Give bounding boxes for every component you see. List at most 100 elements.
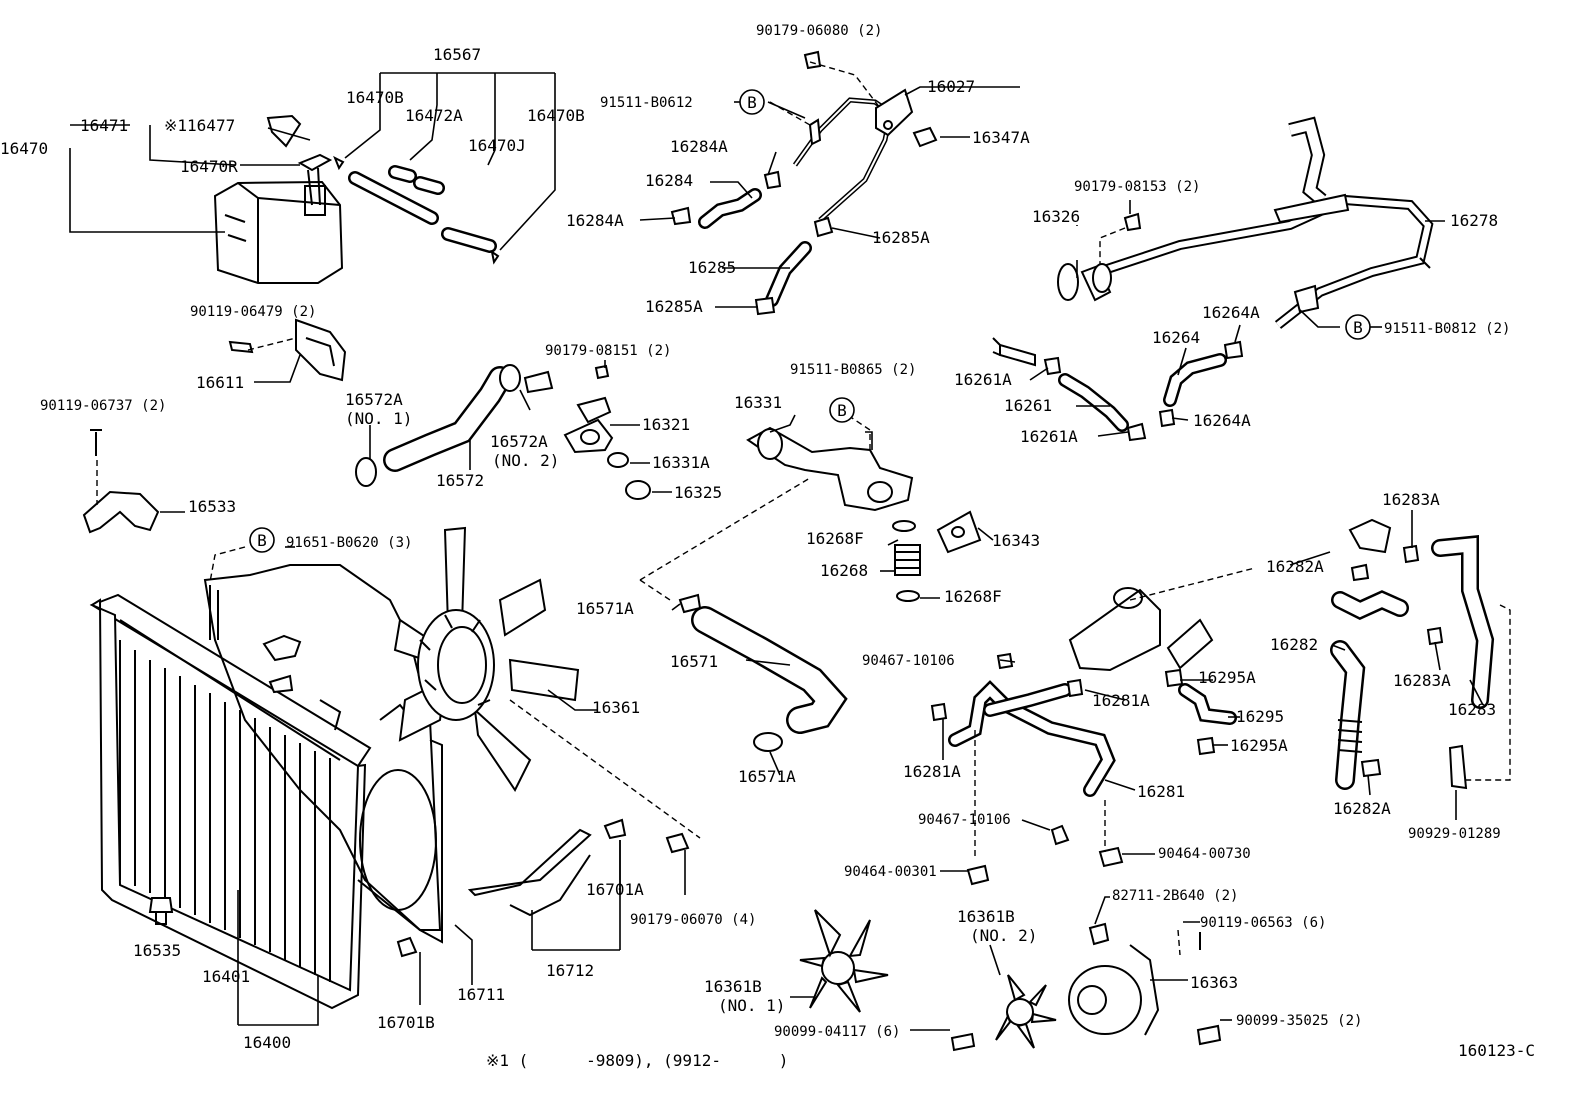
part-label: (NO. 1) [345, 409, 412, 428]
part-label: 16264 [1152, 328, 1200, 347]
heater-hoses-16282-16283 [1330, 518, 1495, 790]
part-label: 16472A [405, 106, 463, 125]
part-label: 16282A [1333, 799, 1391, 818]
part-label: 16261 [1004, 396, 1052, 415]
fan-16361B-no2 [995, 974, 1057, 1049]
heater-hoses-16281 [930, 587, 1237, 886]
part-label: 16363 [1190, 973, 1238, 992]
part-label: 90179-08153 (2) [1074, 179, 1200, 195]
fan-motor-16363 [950, 922, 1222, 1052]
part-label: 16343 [992, 531, 1040, 550]
part-label: 16470 [0, 139, 48, 158]
callout-b-text: B [747, 93, 757, 112]
water-bypass-pipe [792, 50, 938, 222]
part-label: 16283 [1448, 700, 1496, 719]
part-label: 91511-B0612 [600, 95, 693, 111]
dashed-lines [96, 61, 1511, 956]
part-label: 91651-B0620 (3) [286, 535, 412, 551]
part-label: 16571A [738, 767, 796, 786]
part-label: 90119-06737 (2) [40, 398, 166, 414]
bypass-hoses [670, 170, 834, 316]
callout-b-text: B [257, 531, 267, 550]
callout-b-4: B [1345, 314, 1371, 340]
part-label: 16325 [674, 483, 722, 502]
part-label: 90464-00301 [844, 864, 937, 880]
part-label: 16712 [546, 961, 594, 980]
part-label: 16281A [1092, 691, 1150, 710]
callout-b-2: B [829, 397, 855, 423]
part-label: 16361B [957, 907, 1015, 926]
part-label: 16283A [1393, 671, 1451, 690]
part-label: 16572A [490, 432, 548, 451]
part-label: 16284 [645, 171, 693, 190]
part-label: 16268 [820, 561, 868, 580]
part-label: 16027 [927, 77, 975, 96]
part-label: 16268F [806, 529, 864, 548]
part-label: 16261A [954, 370, 1012, 389]
cushion-16701B [396, 936, 418, 958]
water-outlet-16321 [563, 364, 651, 500]
part-label: 16572A [345, 390, 403, 409]
part-label: 90467-10106 [918, 812, 1011, 828]
part-label: 82711-2B640 (2) [1112, 888, 1238, 904]
part-label: 16571 [670, 652, 718, 671]
callout-b-text: B [1353, 318, 1363, 337]
part-label: 16400 [243, 1033, 291, 1052]
part-label: 16533 [188, 497, 236, 516]
part-label: 16284A [566, 211, 624, 230]
part-label: 16261A [1020, 427, 1078, 446]
part-label: 16321 [642, 415, 690, 434]
part-label: 16285 [688, 258, 736, 277]
part-label: 16282A [1266, 557, 1324, 576]
part-label: 16571A [576, 599, 634, 618]
fan-16361B-no1 [799, 909, 889, 1013]
part-label: 16295 [1236, 707, 1284, 726]
cooling-fan [393, 526, 580, 792]
part-label: 91511-B0812 (2) [1384, 321, 1510, 337]
part-label: 16281A [903, 762, 961, 781]
part-label: 16471 [80, 116, 128, 135]
diagram-code: 160123-C [1458, 1041, 1535, 1060]
part-label: 16295A [1230, 736, 1288, 755]
radiator-support-clamp [82, 429, 160, 534]
part-label: ※116477 [164, 116, 235, 135]
part-label: 16701A [586, 880, 644, 899]
part-label: 90464-00730 [1158, 846, 1251, 862]
part-label: 16611 [196, 373, 244, 392]
part-labels: 16567 16470B 16472A 16470B 16470J 16470 … [0, 23, 1535, 1070]
reservoir-bracket [228, 318, 347, 382]
part-label: 16285A [645, 297, 703, 316]
part-label: 16278 [1450, 211, 1498, 230]
part-label: 16567 [433, 45, 481, 64]
part-label: 16361 [592, 698, 640, 717]
part-label: 16361B [704, 977, 762, 996]
part-label: 90099-04117 (6) [774, 1024, 900, 1040]
part-label: (NO. 1) [718, 996, 785, 1015]
part-label: 16264A [1193, 411, 1251, 430]
part-label: 16268F [944, 587, 1002, 606]
part-label: 16326 [1032, 207, 1080, 226]
part-label: 90179-06070 (4) [630, 912, 756, 928]
radiator-drain-plug [148, 897, 174, 925]
part-label: 90179-06080 (2) [756, 23, 882, 39]
part-label: 90119-06563 (6) [1200, 915, 1326, 931]
footnote: ※1 ( -9809), (9912- ) [486, 1051, 788, 1070]
part-label: 90099-35025 (2) [1236, 1013, 1362, 1029]
leader-lines [69, 72, 1484, 1031]
callout-b-text: B [837, 401, 847, 420]
callout-b-1: B [739, 89, 765, 115]
part-label: 16282 [1270, 635, 1318, 654]
part-label: 16401 [202, 967, 250, 986]
part-label: 16283A [1382, 490, 1440, 509]
part-label: (NO. 2) [970, 926, 1037, 945]
part-label: 16572 [436, 471, 484, 490]
overflow-hose [333, 155, 500, 265]
heater-water-pipe [1057, 116, 1434, 329]
part-label: 16285A [872, 228, 930, 247]
fan-shroud-lower [467, 818, 690, 917]
part-label: 16535 [133, 941, 181, 960]
part-label: 90929-01289 [1408, 826, 1501, 842]
part-label: 16701B [377, 1013, 435, 1032]
lower-radiator-hose [678, 593, 848, 752]
